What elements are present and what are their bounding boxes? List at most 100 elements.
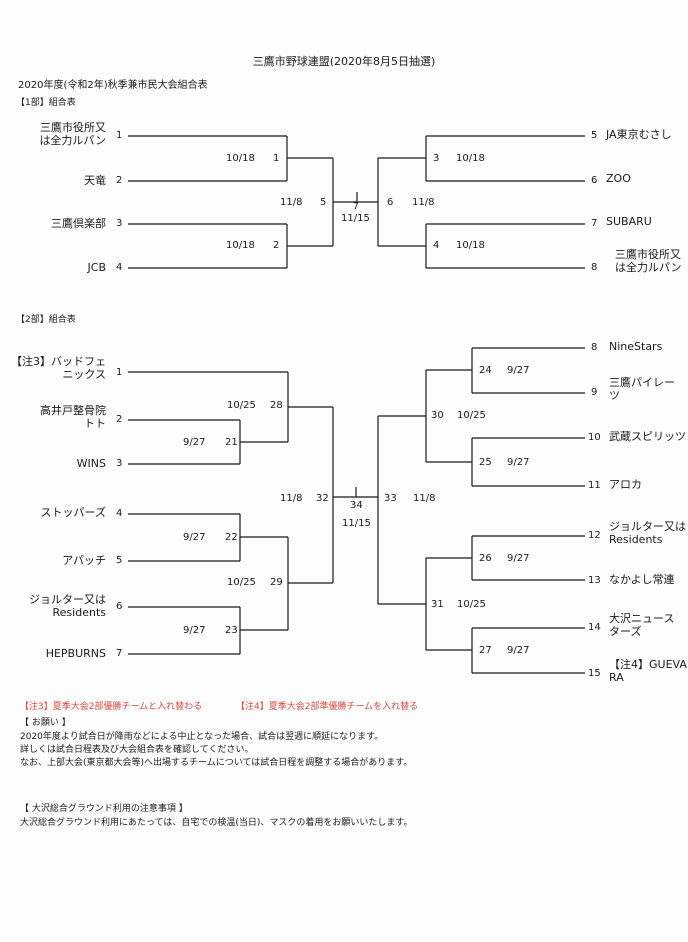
game-date: 11/8 (412, 197, 435, 208)
div2-team-num-13: 13 (588, 575, 601, 586)
final-number: 7 (353, 202, 359, 212)
div1-team-3: 三鷹倶楽部 (51, 217, 106, 230)
div2-team-9: 三鷹パイレーツ (609, 376, 675, 402)
game-date: 9/27 (507, 365, 530, 376)
final-date: 11/15 (342, 518, 371, 529)
game-number: 3 (433, 153, 440, 164)
request-line: 詳しくは試合日程表及び大会組合表を確認してください。 (20, 745, 254, 755)
page-title: 三鷹市野球連盟(2020年8月5日抽選) (252, 55, 436, 68)
div2-team-num-9: 9 (591, 387, 598, 398)
request-line: なお、上部大会(東京都大会等)へ出場するチームについては試合日程を調整する場合が… (20, 758, 413, 768)
div1-team-num-4: 4 (116, 262, 123, 273)
game-date: 9/27 (507, 457, 530, 468)
game-number: 1 (273, 153, 280, 164)
div2-team-5: アパッチ (62, 554, 106, 567)
div2-team-7: HEPBURNS (45, 647, 106, 660)
div2-team-num-12: 12 (588, 530, 601, 541)
game-number: 5 (320, 197, 327, 208)
div1-team-num-8: 8 (591, 262, 598, 273)
div2-team-2: 高井戸整骨院トト (40, 404, 106, 430)
div2-team-3: WINS (76, 457, 106, 470)
game-number: 28 (270, 400, 283, 411)
div2-team-num-4: 4 (116, 508, 123, 519)
div2-label: 【2部】組合表 (16, 315, 76, 325)
game-number: 31 (431, 599, 444, 610)
game-date: 10/25 (457, 410, 486, 421)
game-number: 22 (225, 532, 238, 543)
div1-team-num-1: 1 (116, 130, 123, 141)
game-date: 9/27 (183, 532, 206, 543)
game-date: 9/27 (183, 625, 206, 636)
div2-team-num-1: 1 (116, 367, 123, 378)
div2-team-num-2: 2 (116, 414, 123, 425)
div2-team-14: 大沢ニュースターズ (609, 612, 675, 638)
game-number: 30 (431, 410, 444, 421)
div2-team-num-3: 3 (116, 458, 123, 469)
div2-team-num-15: 15 (588, 668, 601, 679)
request-line: 2020年度より試合日が降雨などによる中止となった場合、試合は翌週に順延になりま… (20, 732, 384, 742)
div1-label: 【1部】組合表 (16, 98, 76, 108)
game-date: 11/8 (280, 197, 303, 208)
page-subtitle: 2020年度(令和2年)秋季兼市民大会組合表 (18, 80, 208, 91)
div1-team-7: SUBARU (606, 215, 652, 228)
game-date: 9/27 (507, 645, 530, 656)
div1-team-num-7: 7 (591, 218, 598, 229)
game-date: 10/18 (226, 240, 255, 251)
game-date: 11/8 (413, 493, 436, 504)
game-date: 10/25 (227, 400, 256, 411)
game-date: 10/25 (457, 599, 486, 610)
div1-team-5: JA東京むさし (606, 128, 672, 141)
game-date: 10/18 (456, 153, 485, 164)
game-number: 33 (384, 493, 397, 504)
final-number: 34 (350, 500, 363, 511)
note-3: 【注3】夏季大会2部優勝チームと入れ替わる (20, 702, 203, 712)
div2-team-8: NineStars (609, 340, 663, 353)
div2-team-num-11: 11 (588, 480, 601, 491)
ground-line: 大沢総合グラウンド利用にあたっては、自宅での検温(当日)、マスクの着用をお願いい… (20, 818, 413, 828)
div2-team-num-5: 5 (116, 555, 123, 566)
div1-team-2: 天竜 (84, 174, 106, 187)
game-date: 9/27 (507, 553, 530, 564)
game-number: 2 (273, 240, 280, 251)
div2-team-num-6: 6 (116, 601, 123, 612)
div2-team-1: 【注3】バッドフェニックス (11, 355, 106, 381)
div1-team-8: 三鷹市役所又は全力ルパン (615, 248, 682, 274)
note-4: 【注4】夏季大会2部準優勝チームを入れ替る (236, 702, 419, 712)
div2-team-num-8: 8 (591, 342, 598, 353)
game-number: 4 (433, 240, 440, 251)
div1-team-num-6: 6 (591, 175, 598, 186)
div1-team-1: 三鷹市役所又は全力ルパン (39, 121, 106, 147)
game-date: 10/18 (456, 240, 485, 251)
final-date: 11/15 (341, 213, 370, 224)
game-number: 21 (225, 437, 238, 448)
game-date: 9/27 (183, 437, 206, 448)
game-number: 27 (479, 645, 492, 656)
game-number: 25 (479, 457, 492, 468)
div1-team-4: JCB (87, 261, 106, 274)
div2-team-num-14: 14 (588, 622, 601, 633)
game-date: 11/8 (280, 493, 303, 504)
game-date: 10/25 (227, 577, 256, 588)
div2-team-4: ストッパーズ (40, 506, 106, 519)
div1-team-6: ZOO (606, 172, 631, 185)
div1-team-num-3: 3 (116, 218, 123, 229)
game-number: 24 (479, 365, 492, 376)
request-title: 【 お願い 】 (20, 718, 71, 728)
div2-team-11: アロカ (609, 478, 642, 491)
div2-team-10: 武蔵スピリッツ (609, 430, 686, 443)
game-number: 26 (479, 553, 492, 564)
game-number: 32 (316, 493, 329, 504)
div1-team-num-5: 5 (591, 130, 598, 141)
game-number: 29 (270, 577, 283, 588)
div2-team-num-10: 10 (588, 432, 601, 443)
div2-team-13: なかよし常連 (609, 573, 675, 586)
div2-team-num-7: 7 (116, 648, 123, 659)
game-number: 6 (387, 197, 394, 208)
game-number: 23 (225, 625, 238, 636)
game-date: 10/18 (226, 153, 255, 164)
ground-title: 【 大沢総合グラウンド利用の注意事項 】 (20, 804, 188, 814)
